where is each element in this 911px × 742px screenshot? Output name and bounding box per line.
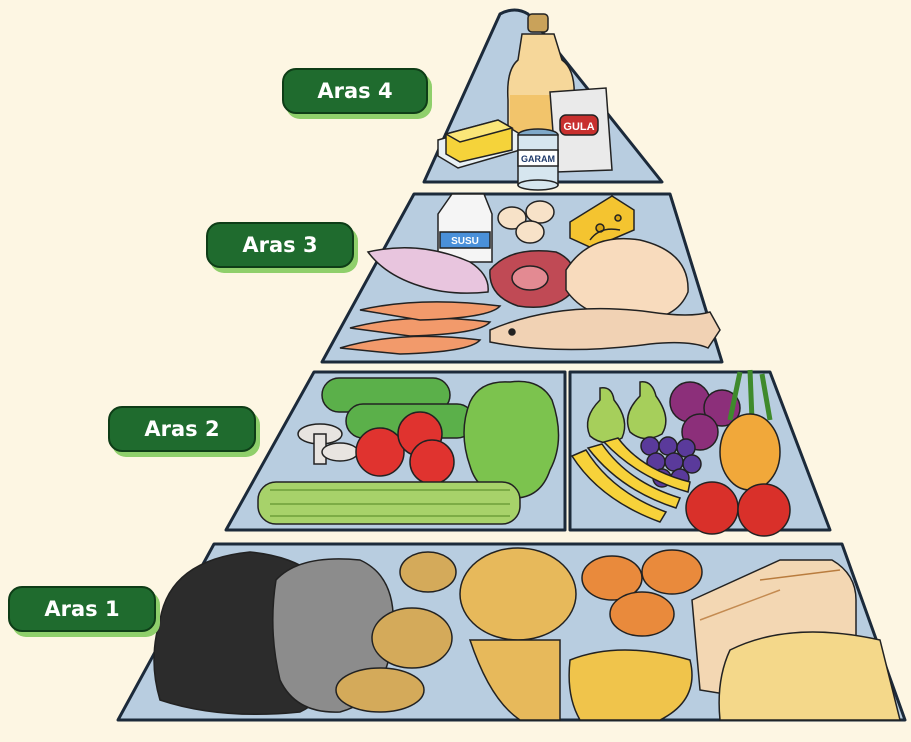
macaroni [569,650,692,720]
sugar-bag: GULA [550,88,612,172]
celery [258,482,520,524]
level-4-label: Aras 4 [282,68,428,114]
level-2-label: Aras 2 [108,406,256,452]
tier-1-grains [154,548,900,720]
level-3-label: Aras 3 [206,222,354,268]
milk-carton-label: SUSU [451,236,479,247]
lettuce [464,381,559,498]
farfalle-pasta [719,632,900,720]
level-1-label: Aras 1 [8,586,156,632]
meat [490,251,575,307]
salt-jar-label: GARAM [521,154,555,164]
sugar-bag-label: GULA [563,121,594,133]
salt-jar: GARAM [518,129,558,190]
milk-carton: SUSU [438,194,492,262]
